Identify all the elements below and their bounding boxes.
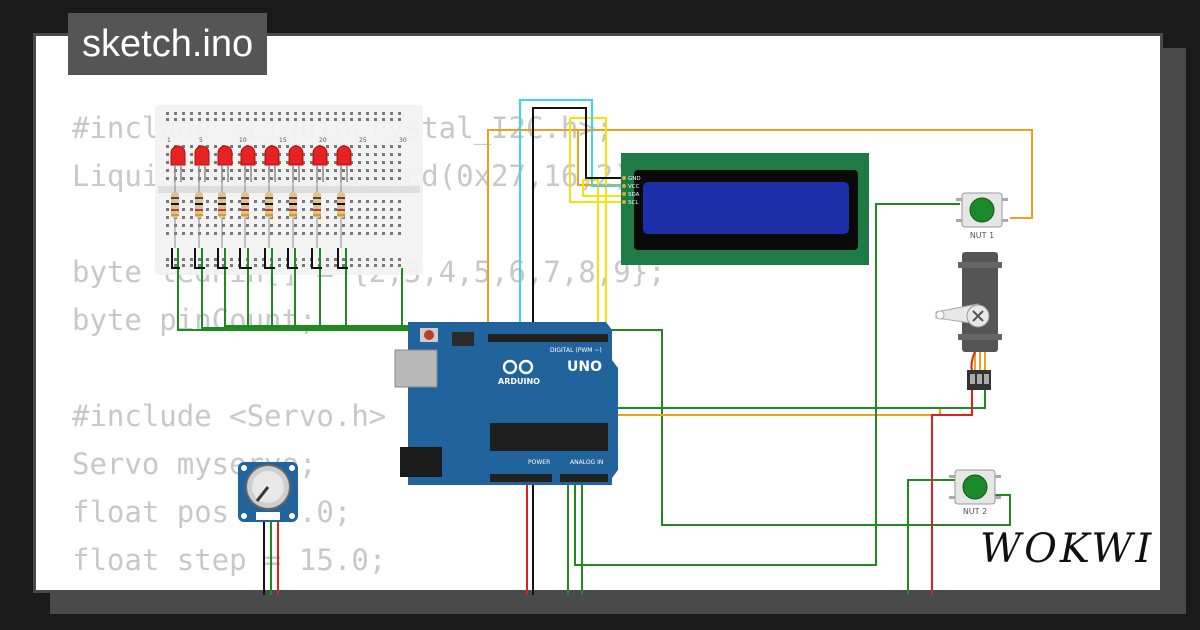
resistor[interactable] bbox=[195, 182, 203, 248]
wokwi-logo: WOKWI bbox=[980, 526, 1155, 572]
push-button-1[interactable]: NUT 1 bbox=[956, 192, 1008, 240]
code-line: float step = 15.0; bbox=[72, 543, 387, 577]
led[interactable] bbox=[312, 145, 328, 182]
led[interactable] bbox=[264, 145, 280, 182]
servo-motor[interactable] bbox=[935, 252, 1002, 390]
arduino-brand: ARDUINO bbox=[498, 377, 540, 386]
push-button-2[interactable]: NUT 2 bbox=[949, 469, 1001, 516]
breadboard-number: 1 bbox=[167, 137, 171, 144]
wires bbox=[171, 99, 1033, 595]
breadboard-number: 5 bbox=[199, 137, 203, 144]
led[interactable] bbox=[336, 145, 352, 182]
resistor[interactable] bbox=[218, 182, 226, 248]
resistor[interactable] bbox=[171, 182, 179, 248]
resistor[interactable] bbox=[241, 182, 249, 248]
led-array[interactable] bbox=[170, 145, 352, 248]
resistor[interactable] bbox=[313, 182, 321, 248]
led[interactable] bbox=[194, 145, 210, 182]
code-line: byte pinCount; bbox=[72, 303, 317, 337]
breadboard-number: 10 bbox=[239, 137, 247, 144]
lcd-pin-label: VCC bbox=[628, 184, 640, 190]
resistor[interactable] bbox=[265, 182, 273, 248]
arduino-logo-icon bbox=[502, 359, 534, 375]
breadboard-number: 25 bbox=[359, 137, 367, 144]
breadboard-number: 20 bbox=[319, 137, 327, 144]
lcd-display[interactable]: GND VCC SDA SCL bbox=[621, 153, 869, 265]
led[interactable] bbox=[217, 145, 233, 182]
lcd-pin-label: SCL bbox=[628, 200, 639, 206]
sketch-filename-tab[interactable]: sketch.ino bbox=[68, 13, 268, 75]
lcd-pin-label: GND bbox=[628, 176, 641, 182]
button1-label: NUT 1 bbox=[970, 231, 994, 240]
led[interactable] bbox=[240, 145, 256, 182]
analog-header: ANALOG IN bbox=[570, 459, 603, 466]
led[interactable] bbox=[170, 145, 186, 182]
breadboard-number: 30 bbox=[399, 137, 407, 144]
lcd-pin-label: SDA bbox=[628, 192, 640, 198]
digital-header: DIGITAL (PWM ~) bbox=[550, 347, 602, 354]
code-line: #include <Servo.h> bbox=[72, 399, 387, 433]
led[interactable] bbox=[288, 145, 304, 182]
power-header: POWER bbox=[528, 459, 550, 466]
button2-label: NUT 2 bbox=[963, 507, 987, 516]
resistor[interactable] bbox=[337, 182, 345, 248]
arduino-model: UNO bbox=[567, 359, 602, 375]
resistor[interactable] bbox=[289, 182, 297, 248]
breadboard-number: 15 bbox=[279, 137, 287, 144]
potentiometer[interactable] bbox=[238, 462, 298, 522]
arduino-uno[interactable]: DIGITAL (PWM ~) UNO ARDUINO POWER ANALOG… bbox=[394, 322, 618, 485]
